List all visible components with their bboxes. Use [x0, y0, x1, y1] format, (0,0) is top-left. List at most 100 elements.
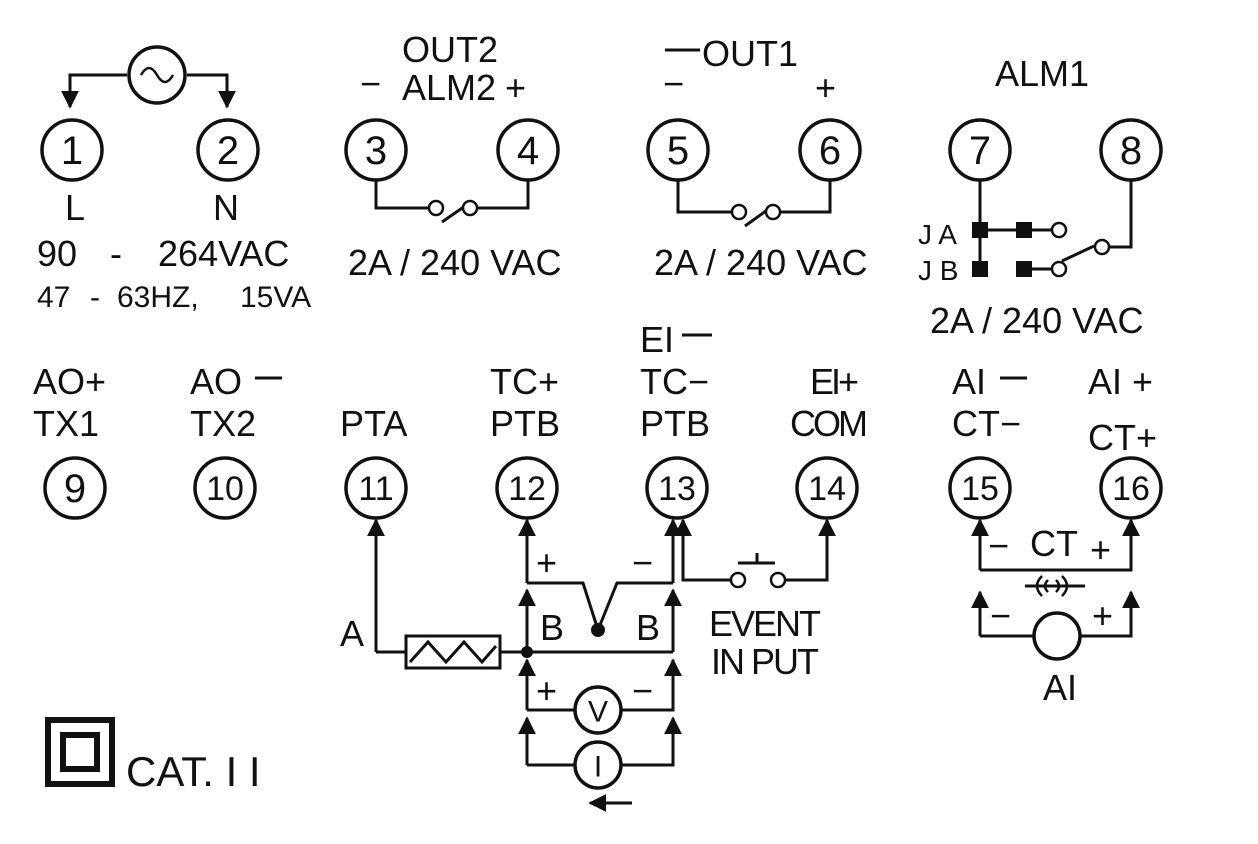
svg-text:10: 10	[206, 470, 244, 508]
terminal-8: 8	[1099, 118, 1163, 182]
terminal-15: 15	[948, 456, 1012, 520]
label-pta: PTA	[340, 403, 407, 444]
terminal-5: 5	[646, 118, 710, 182]
wire-b-left: B	[540, 607, 564, 648]
out2-minus: −	[360, 63, 381, 104]
v-plus-sign: +	[536, 670, 557, 711]
input-section: PTA TC+ PTB EI TC− PTB EI+ COM 11 12 13 …	[340, 319, 869, 812]
voltage-low: 90	[37, 233, 77, 274]
label-tx1: TX1	[33, 403, 99, 444]
svg-text:11: 11	[358, 470, 393, 508]
terminal-13: 13	[645, 456, 709, 520]
terminal-11: 11	[344, 456, 408, 520]
sine-wave-icon	[139, 66, 175, 84]
out2-plus: +	[505, 67, 526, 108]
svg-text:I: I	[594, 751, 602, 784]
tc-plus-sign: +	[536, 542, 557, 583]
out2-section: OUT2 ALM2 − + 3 4 2A / 240 VAC	[344, 29, 561, 283]
terminal-7: 7	[948, 118, 1012, 182]
label-l: L	[65, 187, 85, 228]
terminal-16: 16	[1099, 456, 1163, 520]
event-label-bottom: IN PUT	[711, 641, 819, 682]
current-transformer-icon	[1025, 575, 1085, 597]
label-ei-plus: EI+	[810, 361, 858, 402]
svg-text:V: V	[588, 696, 608, 729]
ct-plus-sign: +	[1090, 529, 1111, 570]
label-tx2: TX2	[190, 403, 256, 444]
power-va: 15VA	[240, 281, 311, 314]
svg-text:13: 13	[658, 470, 696, 508]
ct-minus-sign: −	[988, 525, 1009, 566]
label-ao-plus: AO+	[33, 361, 106, 402]
wire-b-right: B	[636, 607, 660, 648]
ai-minus-sign: −	[990, 595, 1011, 636]
freq-low: 47	[37, 281, 70, 314]
wire-a-label: A	[340, 613, 364, 654]
svg-text:5: 5	[667, 129, 689, 173]
thermocouple-junction-icon	[591, 623, 605, 637]
terminal-2: 2	[196, 118, 260, 182]
svg-text:12: 12	[508, 470, 546, 508]
freq-high: 63HZ,	[117, 281, 199, 314]
label-ptb-13: PTB	[640, 403, 710, 444]
label-com: COM	[790, 403, 866, 444]
power-section: 1 2 L N 90 - 264VAC 47 - 63HZ, 15VA	[37, 45, 311, 314]
relay-contact-icon	[730, 203, 748, 221]
analog-input-source-icon	[1032, 611, 1082, 661]
out1-section: OUT1 − + 5 6 2A / 240 VAC	[646, 33, 867, 283]
label-ptb-12: PTB	[490, 403, 560, 444]
ai-plus-sign: +	[1092, 595, 1113, 636]
svg-text:6: 6	[819, 129, 841, 173]
jumper-ja: J A	[918, 219, 957, 250]
pushbutton-icon	[729, 571, 747, 589]
alm1-rating: 2A / 240 VAC	[930, 300, 1143, 341]
out1-title: OUT1	[702, 33, 798, 74]
svg-text:7: 7	[969, 129, 991, 173]
terminal-4: 4	[496, 118, 560, 182]
alm1-section: ALM1 7 8 J A J B 2A / 240 VAC	[918, 53, 1163, 341]
jumper-jb: J B	[918, 255, 958, 286]
alm1-title: ALM1	[995, 53, 1089, 94]
cat-section: CAT. I I	[45, 717, 261, 795]
v-minus-sign: −	[632, 670, 653, 711]
jumper-pad-icon	[972, 261, 988, 277]
label-ct-minus: CT−	[952, 403, 1021, 444]
svg-text:14: 14	[808, 470, 846, 508]
terminal-12: 12	[495, 456, 559, 520]
label-tc-minus: TC−	[640, 361, 709, 402]
out2-rating: 2A / 240 VAC	[348, 242, 561, 283]
terminal-14: 14	[795, 456, 859, 520]
svg-text:2: 2	[217, 129, 239, 173]
out1-plus: +	[815, 67, 836, 108]
label-tc-plus: TC+	[490, 361, 559, 402]
terminal-6: 6	[798, 118, 862, 182]
terminal-1: 1	[40, 118, 104, 182]
voltage-high: 264VAC	[158, 233, 289, 274]
svg-text:4: 4	[517, 129, 539, 173]
svg-text:15: 15	[961, 470, 999, 508]
svg-text:3: 3	[365, 129, 387, 173]
out1-rating: 2A / 240 VAC	[654, 242, 867, 283]
label-ao-minus: AO	[190, 361, 242, 402]
voltage-dash: -	[110, 233, 122, 274]
out1-minus: −	[663, 63, 684, 104]
ct-label: CT	[1030, 523, 1078, 564]
ai-label: AI	[1043, 667, 1077, 708]
relay-contact-icon	[427, 199, 445, 217]
label-ei-minus: EI	[640, 319, 674, 360]
event-label-top: EVENT	[709, 603, 821, 644]
terminal-9: 9	[43, 456, 107, 520]
label-ai-plus: AI +	[1088, 361, 1153, 402]
cat-label: CAT. I I	[126, 748, 261, 795]
out2-title: OUT2	[402, 29, 498, 70]
alm2-title: ALM2	[402, 67, 496, 108]
jumper-pad-icon	[972, 222, 988, 238]
label-n: N	[213, 187, 239, 228]
ai-ct-section: AI CT− AI + CT+ 15 16 − CT + −	[948, 361, 1163, 708]
svg-text:8: 8	[1120, 129, 1142, 173]
label-ai-minus: AI	[952, 361, 986, 402]
terminal-10: 10	[193, 456, 257, 520]
freq-dash: -	[90, 281, 100, 314]
svg-text:16: 16	[1112, 470, 1150, 508]
